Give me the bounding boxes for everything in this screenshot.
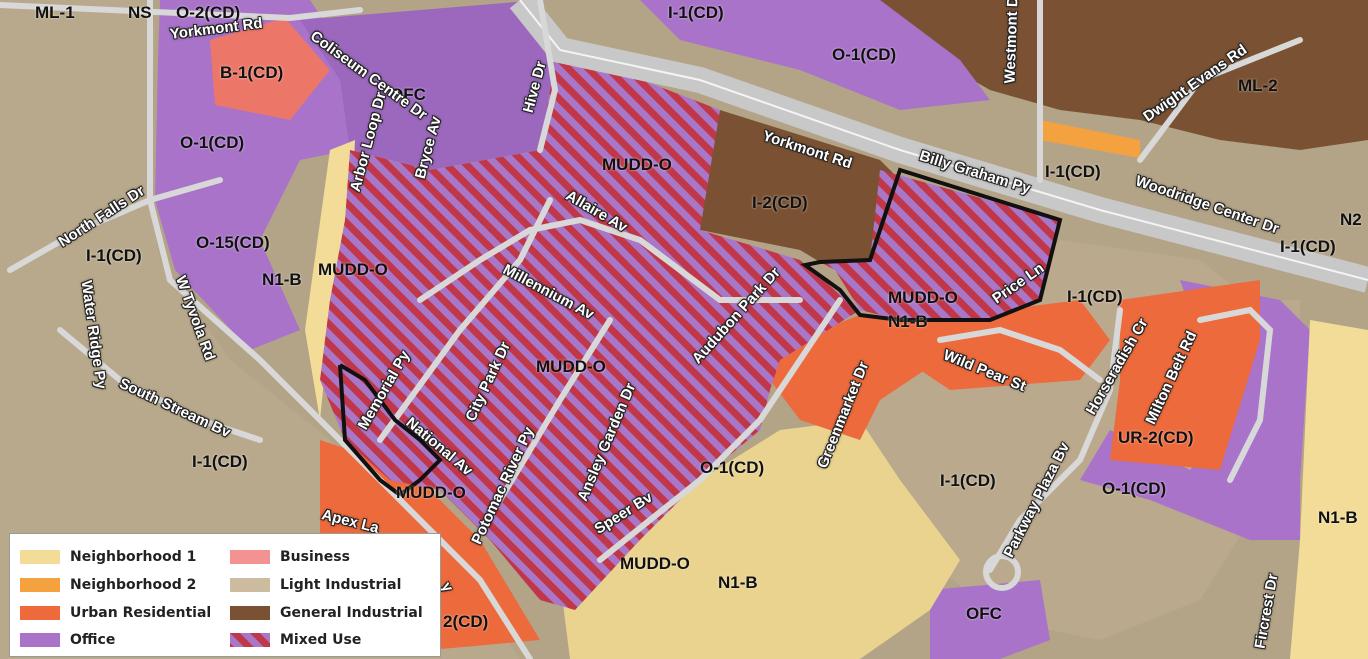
road-network xyxy=(0,0,1303,659)
legend-swatch xyxy=(20,633,60,647)
zone-urban-residential-center xyxy=(770,315,960,440)
zone-general-industrial-i2 xyxy=(700,110,900,262)
legend-item-neighborhood2: Neighborhood 2 xyxy=(20,576,196,594)
zone-office-north xyxy=(640,0,990,110)
zone-urban-residential-wildpear xyxy=(920,300,1110,390)
zone-neighborhood1-south xyxy=(560,420,960,659)
legend-label: Mixed Use xyxy=(280,632,362,648)
zone-office-south xyxy=(930,580,1050,659)
legend-label: Neighborhood 2 xyxy=(70,577,197,593)
roundabout xyxy=(983,553,1021,591)
zone-light-industrial-west xyxy=(0,0,520,659)
legend-item-mixed-use: Mixed Use xyxy=(230,631,361,649)
legend-swatch-mixed xyxy=(230,633,270,647)
legend-item-light-industrial: Light Industrial xyxy=(230,576,401,594)
legend-swatch xyxy=(20,606,60,620)
legend-label: Urban Residential xyxy=(70,605,212,621)
zone-mixed-use-east xyxy=(820,170,1060,320)
zone-neighborhood1-east xyxy=(1290,320,1368,659)
legend-item-general-industrial: General Industrial xyxy=(230,604,423,622)
legend-swatch xyxy=(230,578,270,592)
legend-item-neighborhood1: Neighborhood 1 xyxy=(20,548,196,566)
legend-label: Business xyxy=(280,549,350,565)
planning-boundary xyxy=(338,167,1063,497)
legend-swatch xyxy=(20,550,60,564)
legend-label: Neighborhood 1 xyxy=(70,549,197,565)
zone-neighborhood1-strip xyxy=(305,140,355,420)
legend-item-office: Office xyxy=(20,631,115,649)
legend-swatch xyxy=(230,606,270,620)
legend-swatch xyxy=(230,550,270,564)
zone-office-north-center xyxy=(300,0,560,170)
map-legend: Neighborhood 1 Neighborhood 2 Urban Resi… xyxy=(9,533,441,657)
legend-swatch xyxy=(20,578,60,592)
legend-item-urban-residential: Urban Residential xyxy=(20,604,211,622)
legend-label: Office xyxy=(70,632,116,648)
zone-urban-residential-ur2 xyxy=(1110,280,1260,470)
zone-general-industrial-ne xyxy=(880,0,1368,150)
zone-business xyxy=(210,18,330,120)
legend-item-business: Business xyxy=(230,548,350,566)
zone-mixed-use-main xyxy=(320,60,860,610)
zone-neighborhood2-strip xyxy=(1040,120,1140,158)
legend-label: General Industrial xyxy=(280,605,423,621)
legend-label: Light Industrial xyxy=(280,577,402,593)
